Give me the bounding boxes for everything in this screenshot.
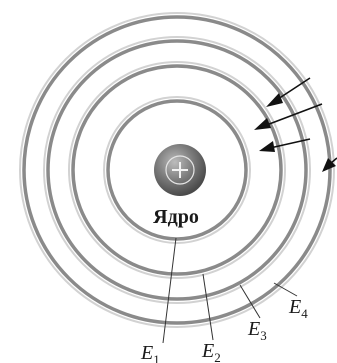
orbit-e4 (19, 12, 335, 328)
orbit-e2-line (71, 64, 283, 276)
orbit-e1-line (106, 99, 248, 241)
leader-e2 (202, 273, 214, 341)
arrow-2 (254, 103, 323, 130)
label-e4: E4 (288, 296, 308, 321)
level-labels: E1 E2 E3 E4 (140, 296, 308, 363)
label-e3: E3 (247, 318, 267, 343)
orbit-e2 (68, 61, 286, 279)
orbit-e4-line (22, 15, 332, 325)
photon-arrows (254, 77, 337, 172)
leader-e1 (162, 237, 177, 344)
orbit-e3-line (46, 39, 308, 301)
leader-lines (162, 237, 298, 344)
nucleus: Ядро (153, 144, 206, 228)
label-e1: E1 (140, 342, 160, 363)
arrow-1 (266, 77, 311, 107)
leader-e4 (273, 282, 298, 297)
leader-e3 (239, 284, 261, 319)
orbits (19, 12, 335, 328)
label-e2: E2 (201, 340, 221, 363)
nucleus-label: Ядро (153, 206, 199, 228)
orbit-e3 (43, 36, 311, 304)
orbit-e1 (103, 96, 251, 244)
plus-ring (165, 155, 195, 185)
arrow-4 (322, 157, 337, 172)
arrow-3 (259, 138, 311, 152)
